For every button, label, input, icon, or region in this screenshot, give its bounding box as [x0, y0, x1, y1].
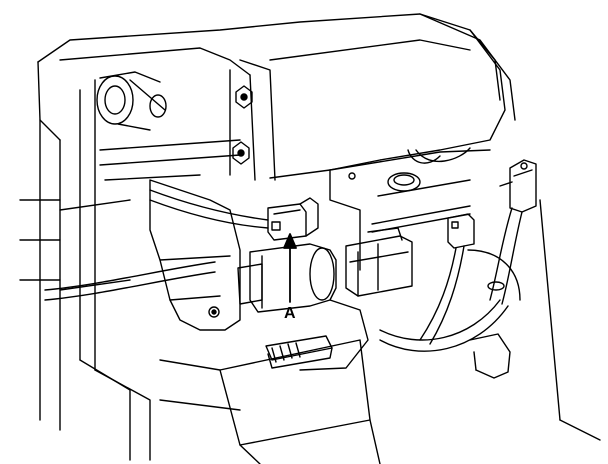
sensor-connector [267, 197, 319, 241]
left-frame-bracket [19, 79, 151, 461]
small-connector-right [419, 213, 475, 345]
lower-connector [265, 335, 333, 369]
actuator-motor [237, 243, 369, 371]
dashboard-housing [37, 13, 516, 181]
vertical-connector-far-right [487, 159, 537, 305]
wire-harness-to-sensor [44, 189, 269, 301]
center-mounting-plate [149, 179, 241, 331]
upper-left-fitting [96, 71, 167, 131]
callout-label-a: A [284, 305, 296, 322]
housing-bolt-lower [232, 141, 250, 165]
cross-strut [99, 139, 241, 181]
right-side-panel [329, 147, 491, 271]
callout-arrow-a [283, 233, 297, 303]
housing-bolt-upper [235, 85, 253, 109]
relay-connector [345, 227, 413, 297]
hose-loop-right [379, 249, 521, 352]
clip-bracket-far-right [469, 199, 601, 441]
lower-housing-block [159, 339, 381, 464]
grommet-ring [387, 172, 421, 192]
